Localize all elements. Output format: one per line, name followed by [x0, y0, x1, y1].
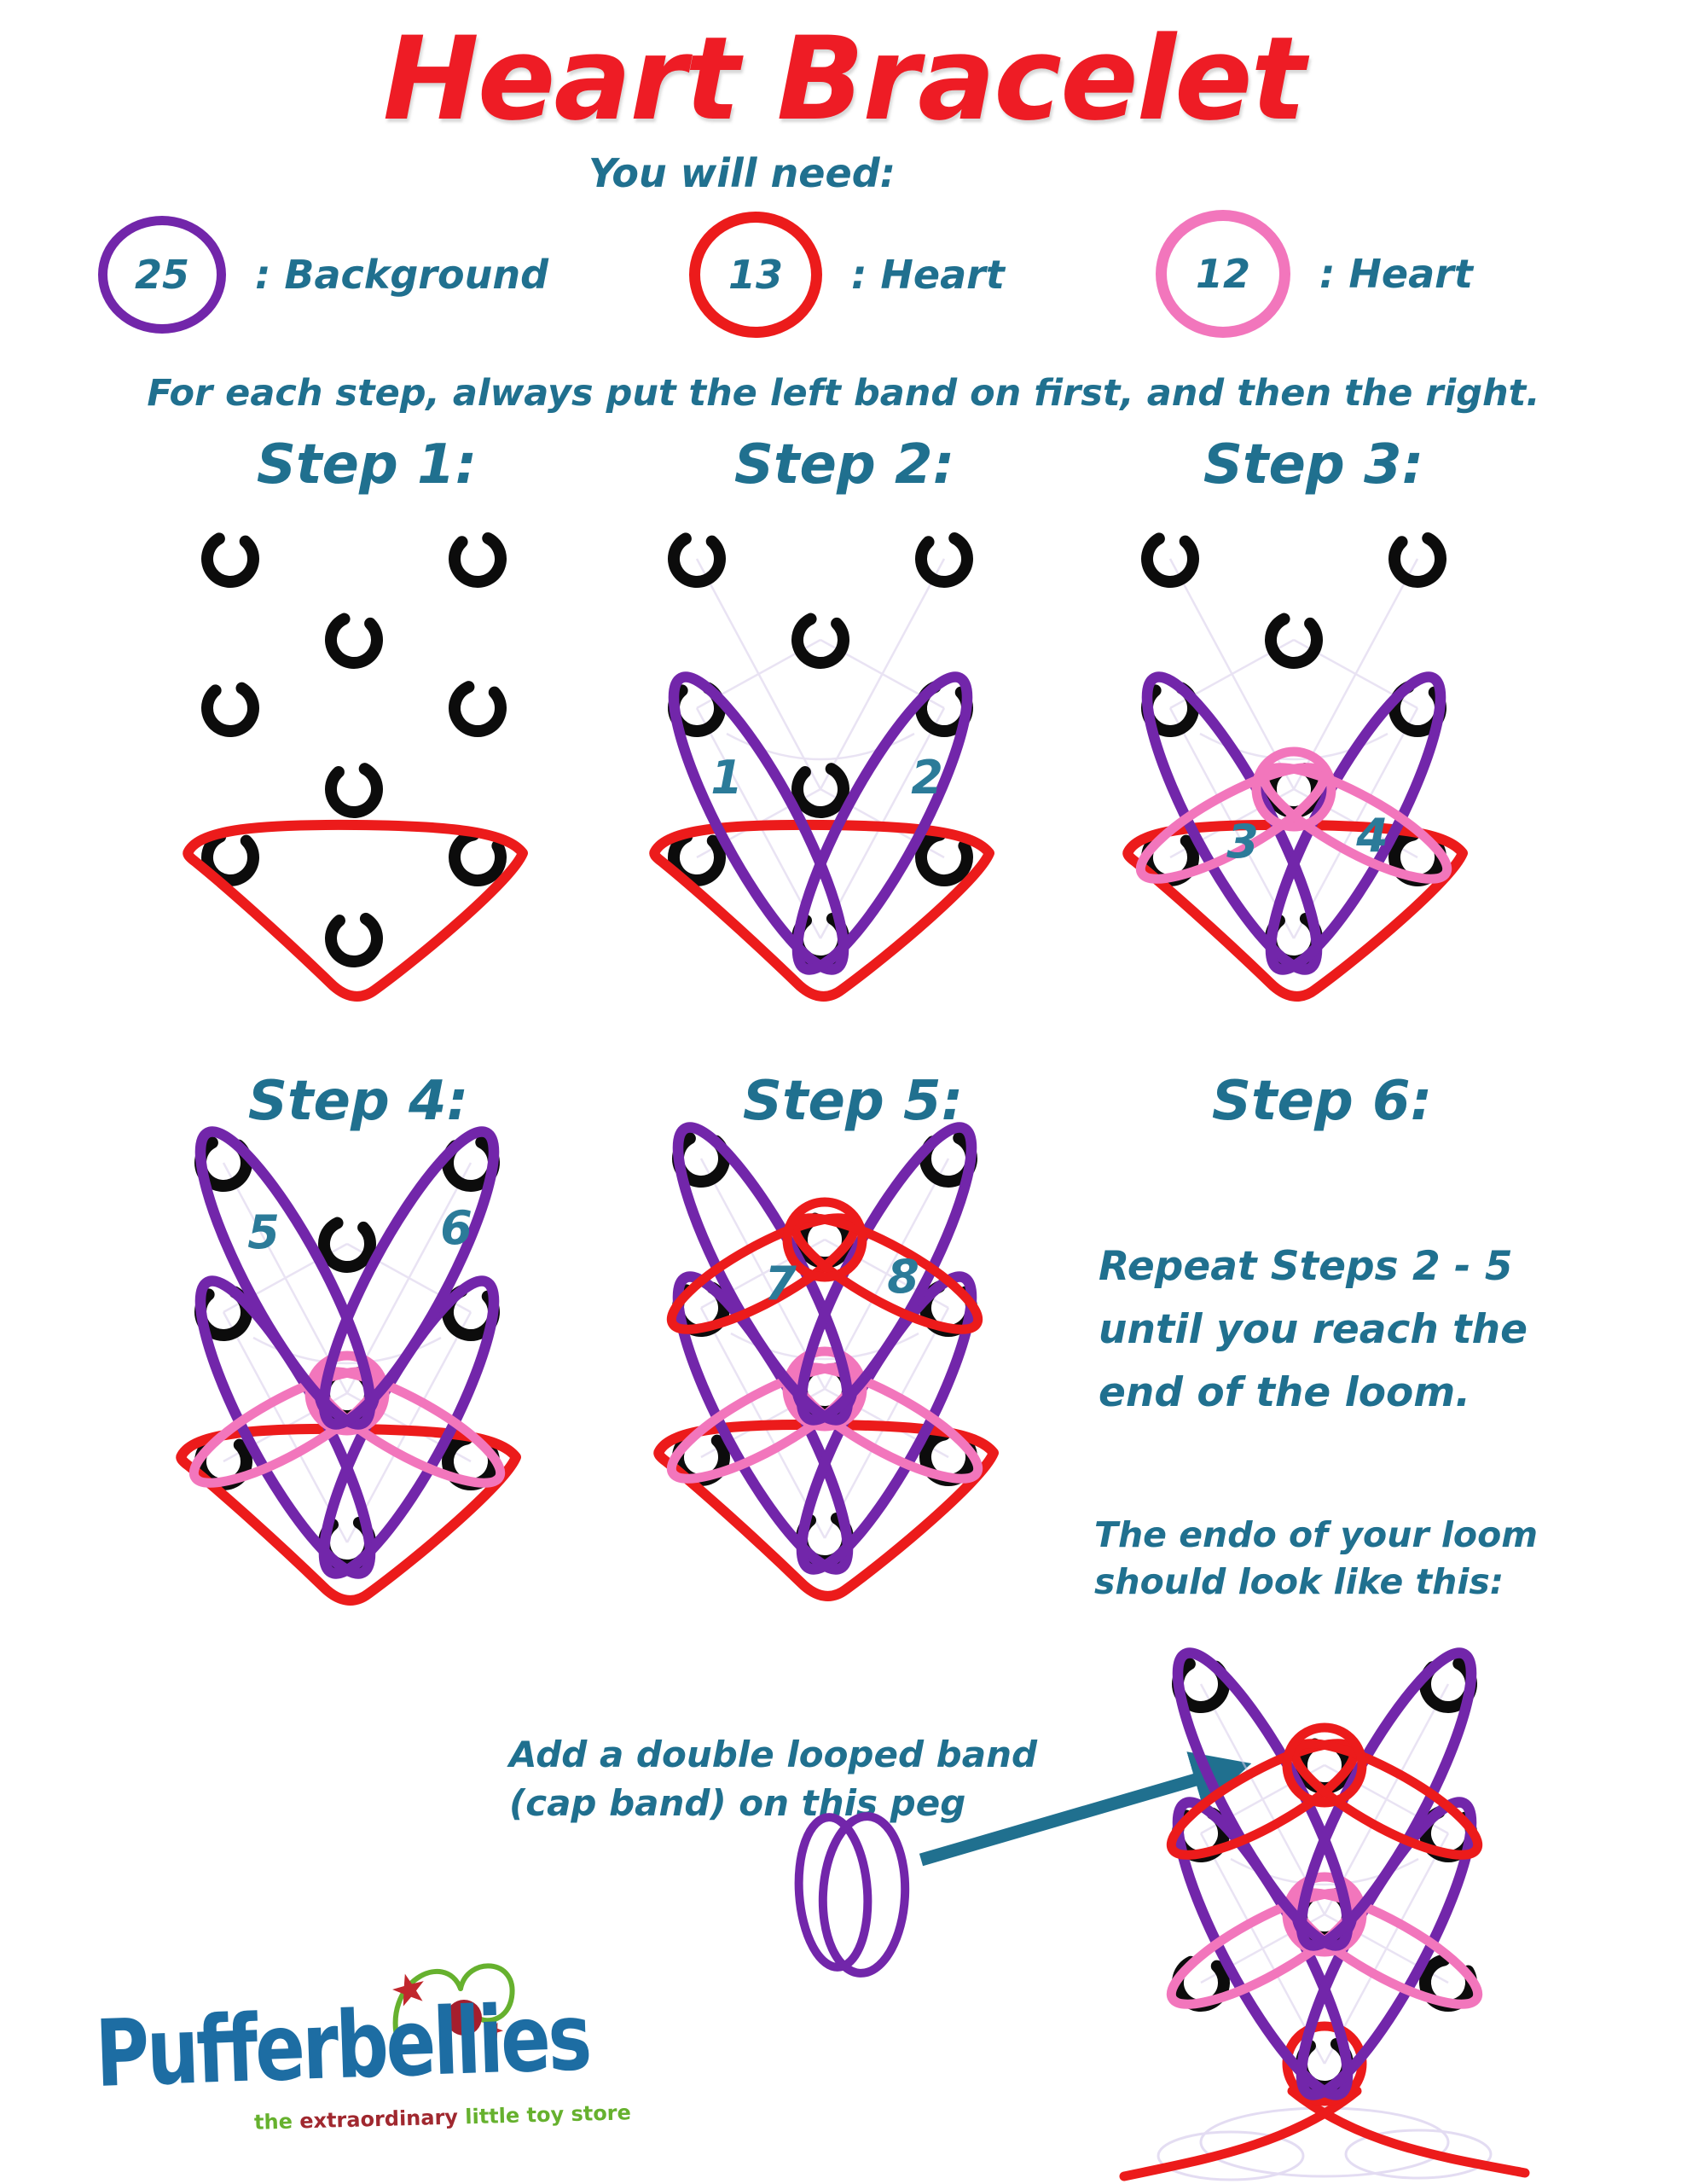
step-3-diagram: 3 4 — [1072, 512, 1516, 1024]
pink-band-circle-icon: 12 — [1156, 210, 1290, 338]
end-note-line: should look like this: — [1094, 1561, 1504, 1602]
purple-band-circle-icon: 25 — [98, 216, 226, 334]
band-number-label: 3 — [1226, 815, 1259, 868]
step-4-title: Step 4: — [247, 1070, 469, 1133]
supply-item-heart-pink: 12 : Heart — [1156, 210, 1473, 338]
band-number-label: 1 — [710, 751, 743, 804]
cap-band-note-line: (cap band) on this peg — [509, 1782, 966, 1824]
cap-band-note-line: Add a double looped band — [509, 1734, 1038, 1775]
supply-label: : Background — [255, 252, 549, 298]
band-number-label: 4 — [1355, 809, 1388, 863]
supply-count: 13 — [728, 252, 783, 298]
red-band-circle-icon: 13 — [689, 212, 822, 338]
step-1-title: Step 1: — [256, 433, 478, 497]
step-4-diagram: 5 6 — [125, 1116, 569, 1628]
cap-band-loop-left — [794, 1813, 872, 1972]
band-number-label: 7 — [764, 1257, 797, 1310]
page-title: Heart Bracelet — [382, 12, 1306, 146]
arrow-line — [919, 1751, 1252, 1867]
cap-band-note: Add a double looped band (cap band) on t… — [509, 1730, 1037, 1827]
cap-band-loop-icon — [794, 1812, 910, 1978]
tagline-part: extraordinary — [299, 2105, 466, 2134]
red-band-tail-left — [1119, 2086, 1362, 2181]
tagline-part: the — [253, 2109, 300, 2135]
band-number-label: 5 — [247, 1205, 280, 1259]
vine-right — [458, 1963, 515, 2024]
end-of-loom-diagram — [1119, 1637, 1530, 2181]
step-2-diagram: 1 2 — [599, 512, 1042, 1024]
you-will-need-label: You will need: — [588, 150, 896, 196]
repeat-note: Repeat Steps 2 - 5 until you reach the e… — [1099, 1235, 1528, 1425]
supply-label: : Heart — [851, 252, 1005, 298]
supply-count: 12 — [1195, 251, 1250, 297]
logo-cherry-icon — [446, 2000, 482, 2036]
step-5-title: Step 5: — [742, 1070, 964, 1133]
ghost-bands — [1157, 2106, 1493, 2181]
band-number-label: 8 — [887, 1250, 919, 1304]
ghost-sketch-lines — [695, 557, 946, 940]
step-5-diagram: 7 8 — [603, 1112, 1046, 1623]
step-3-title: Step 3: — [1203, 433, 1424, 497]
cap-band-loop-right — [818, 1812, 910, 1978]
band-number-label: 6 — [440, 1201, 472, 1255]
logo-wordmark: Pufferbellies — [93, 1984, 591, 2108]
supply-count: 25 — [134, 252, 189, 298]
supply-item-heart-red: 13 : Heart — [689, 212, 1005, 338]
instruction-text: For each step, always put the left band … — [147, 372, 1540, 415]
red-band-tail-right — [1287, 2086, 1530, 2178]
vine-left — [392, 1969, 463, 2046]
step-6-title: Step 6: — [1211, 1070, 1433, 1133]
logo-tagline: the extraordinary little toy store — [254, 2100, 631, 2135]
loom-pegs — [204, 537, 507, 962]
supply-label: : Heart — [1319, 251, 1473, 297]
repeat-note-line: end of the loom. — [1099, 1369, 1471, 1416]
repeat-note-line: Repeat Steps 2 - 5 — [1099, 1243, 1513, 1290]
band-number-label: 2 — [911, 751, 943, 804]
arrow-icon — [919, 1751, 1252, 1867]
step-1-diagram — [132, 512, 576, 1024]
supply-item-background: 25 : Background — [98, 216, 548, 334]
step-2-title: Step 2: — [733, 433, 955, 497]
end-note: The endo of your loom should look like t… — [1094, 1512, 1538, 1606]
logo-vines-icon — [389, 1963, 515, 2046]
repeat-note-line: until you reach the — [1099, 1306, 1528, 1353]
red-band-triangle — [188, 825, 523, 996]
tagline-part: little toy store — [464, 2100, 632, 2129]
end-note-line: The endo of your loom — [1094, 1514, 1538, 1555]
